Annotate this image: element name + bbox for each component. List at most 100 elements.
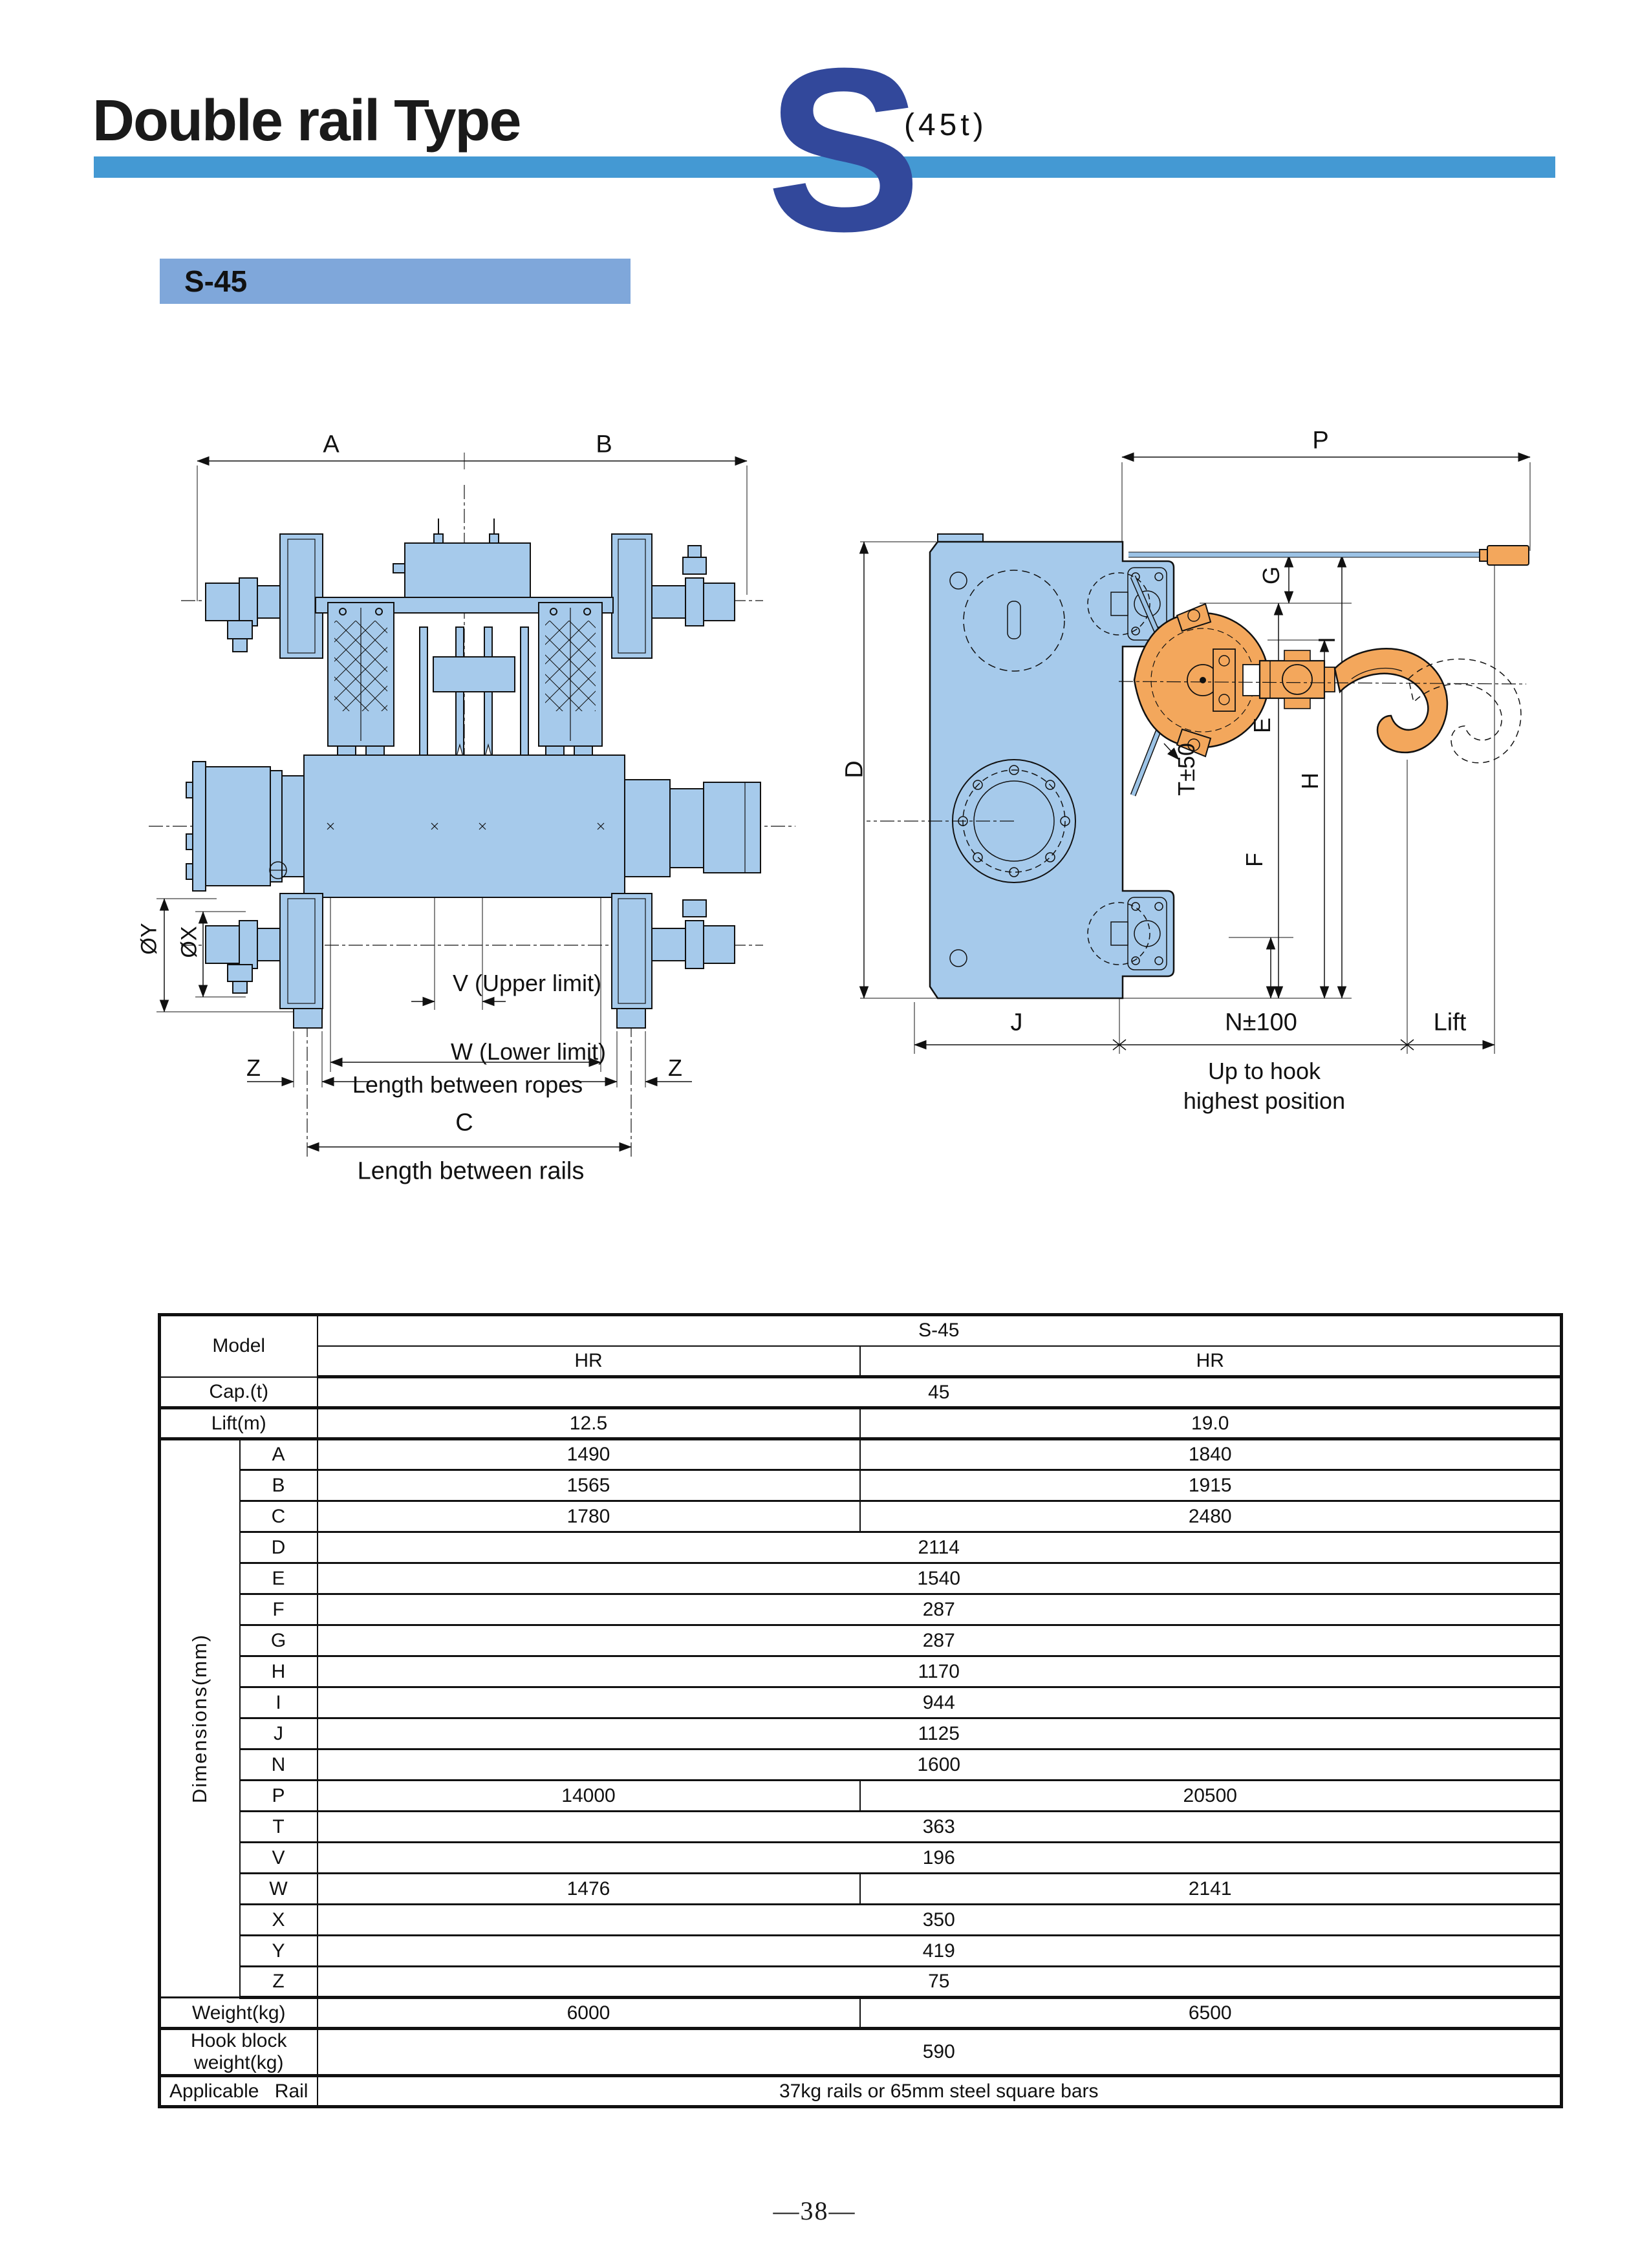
variant-header: HR [859,1345,1562,1378]
front-view-svg [149,453,795,1157]
row-label: Weight(kg) [158,1996,318,2030]
wheel-plate-top-left [279,533,323,659]
row-value: 37kg rails or 65mm steel square bars [316,2075,1562,2108]
top-axle-left [205,577,281,652]
dimension-letter: A [239,1438,318,1471]
dimension-value: 363 [316,1810,1562,1843]
rope-guide-right [538,602,603,769]
model-value: S-45 [316,1314,1562,1347]
dimension-value: 1780 [316,1500,861,1533]
dimension-value: 1476 [316,1872,861,1905]
dimension-value: 1600 [316,1748,1562,1781]
side-frame [929,533,1175,1000]
capacity-note: (45t) [904,108,987,142]
row-label: Lift(m) [158,1407,318,1440]
dimension-value: 1170 [316,1655,1562,1688]
dimension-letter: J [239,1717,318,1750]
dimension-value: 2480 [859,1500,1562,1533]
dimension-letter: H [239,1655,318,1688]
row-label: Applicable Rail [158,2075,318,2108]
row-value: 590 [316,2027,1562,2077]
dimension-value: 419 [316,1934,1562,1967]
dimension-value: 944 [316,1686,1562,1719]
dimension-letter: T [239,1810,318,1843]
hoist-motor [186,761,305,892]
dimension-letter: C [239,1500,318,1533]
control-box [393,519,531,598]
dimension-value: 287 [316,1624,1562,1657]
row-value: 19.0 [859,1407,1562,1440]
center-sheave [419,626,529,757]
wheel-plate-bottom-right [611,893,735,1029]
hook [1333,648,1449,754]
row-label: Hook block weight(kg) [158,2027,318,2077]
front-dimension-lines [159,456,748,1152]
variant-header: HR [316,1345,861,1378]
hook-shank [1258,650,1335,709]
dimension-value: 350 [316,1903,1562,1936]
dimension-letter: E [239,1562,318,1595]
dimension-letter: B [239,1469,318,1502]
dimension-letter: D [239,1531,318,1564]
dimension-value: 1490 [316,1438,861,1471]
side-frame-details [949,567,1167,970]
dimension-value: 75 [316,1965,1562,1999]
model-badge: S-45 [160,259,631,304]
row-value: 6500 [859,1996,1562,2030]
gearbox [624,779,761,877]
dimension-letter: V [239,1841,318,1874]
dimension-value: 2114 [316,1531,1562,1564]
row-label: Cap.(t) [158,1376,318,1409]
dimension-value: 196 [316,1841,1562,1874]
side-centerlines [867,681,1527,822]
model-badge-label: S-45 [184,264,248,298]
dimension-letter: W [239,1872,318,1905]
chain-ticks [1112,1039,1414,1051]
dimension-letter: P [239,1779,318,1812]
wheel-plate-bottom-left [205,893,323,1029]
front-trolley [186,519,761,1029]
top-axle-right [651,545,735,626]
page-number: —38— [773,2196,856,2225]
dimension-value: 1565 [316,1469,861,1502]
dimension-value: 14000 [316,1779,861,1812]
dimension-value: 2141 [859,1872,1562,1905]
row-value: 6000 [316,1996,861,2030]
rope-guide-left [327,602,394,769]
dimensions-axis-label: Dimensions(mm) [188,1633,211,1804]
table-row: Cap.(t)45 [158,1376,1562,1409]
dimension-value: 1125 [316,1717,1562,1750]
dimension-letter: Y [239,1934,318,1967]
accent-bar [94,156,1555,178]
power-feed-tip [1479,545,1529,566]
dimension-letter: X [239,1903,318,1936]
model-header: Model [158,1314,318,1378]
dimension-letter: F [239,1593,318,1626]
dimension-letter: G [239,1624,318,1657]
dimension-letter: I [239,1686,318,1719]
dimensions-group-cell: Dimensions(mm) [158,1438,241,1998]
type-letter-s: S [766,20,922,280]
side-view-svg [859,452,1531,1054]
